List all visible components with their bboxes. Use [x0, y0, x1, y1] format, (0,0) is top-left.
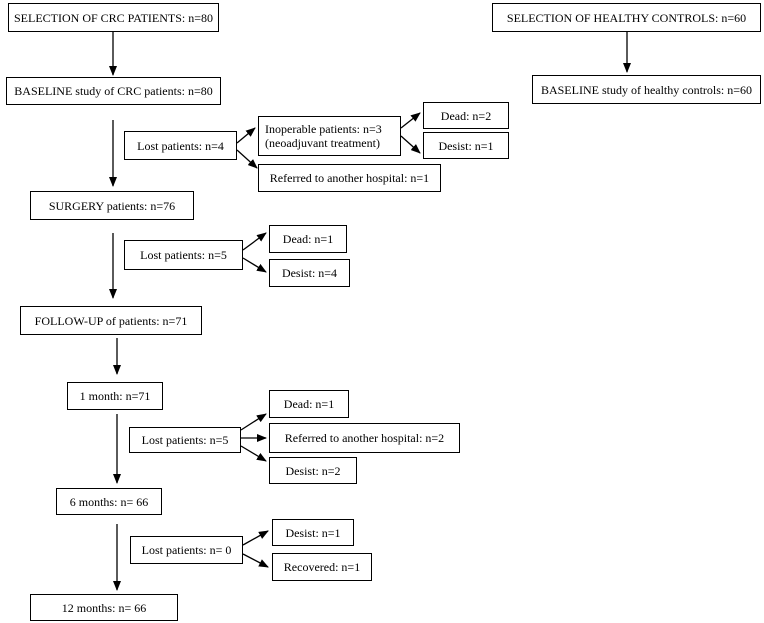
box-desist-c-label: Desist: n=2 — [285, 463, 341, 478]
box-selection-healthy-controls-label: SELECTION OF HEALTHY CONTROLS: n=60 — [506, 10, 747, 25]
box-1-month-label: 1 month: n=71 — [79, 389, 151, 403]
arrow-lost2-to-desist — [242, 257, 267, 273]
box-dead-a: Dead: n=2 — [423, 102, 509, 129]
box-followup: FOLLOW-UP of patients: n=71 — [20, 306, 202, 335]
box-selection-crc-label: SELECTION OF CRC PATIENTS: n=80 — [14, 10, 214, 25]
arrow-inoperable-to-dead — [400, 112, 421, 129]
box-selection-crc: SELECTION OF CRC PATIENTS: n=80 — [8, 3, 219, 32]
box-lost-patients-1: Lost patients: n=4 — [124, 131, 237, 160]
box-recovered-d-label: Recovered: n=1 — [283, 560, 361, 574]
box-recovered-d: Recovered: n=1 — [272, 553, 372, 581]
box-desist-b-label: Desist: n=4 — [281, 266, 338, 280]
box-desist-a-label: Desist: n=1 — [438, 138, 494, 153]
box-lost-patients-3-label: Lost patients: n=5 — [141, 433, 229, 447]
box-referred-c: Referred to another hospital: n=2 — [269, 423, 460, 453]
box-lost-patients-1-label: Lost patients: n=4 — [137, 138, 224, 153]
box-inoperable-patients: Inoperable patients: n=3 (neoadjuvant tr… — [258, 116, 401, 156]
box-desist-d-label: Desist: n=1 — [285, 525, 341, 540]
box-lost-patients-3: Lost patients: n=5 — [129, 427, 241, 453]
box-6-months: 6 months: n= 66 — [56, 488, 162, 515]
box-baseline-crc: BASELINE study of CRC patients: n=80 — [6, 77, 221, 105]
arrow-lost3-to-dead — [240, 413, 267, 431]
box-desist-d: Desist: n=1 — [272, 519, 354, 546]
box-desist-a: Desist: n=1 — [423, 132, 509, 159]
box-dead-c-label: Dead: n=1 — [283, 397, 335, 411]
box-inoperable-patients-line2: (neoadjuvant treatment) — [265, 136, 380, 150]
box-referred-a: Referred to another hospital: n=1 — [258, 164, 441, 192]
arrow-inoperable-to-desist — [400, 135, 421, 154]
box-referred-c-label: Referred to another hospital: n=2 — [284, 431, 445, 445]
box-desist-b: Desist: n=4 — [269, 259, 350, 287]
box-dead-b-label: Dead: n=1 — [282, 232, 334, 246]
box-desist-c: Desist: n=2 — [269, 457, 357, 484]
box-dead-c: Dead: n=1 — [269, 390, 349, 418]
box-baseline-healthy-controls-label: BASELINE study of healthy controls: n=60 — [540, 82, 753, 97]
box-referred-a-label: Referred to another hospital: n=1 — [269, 171, 430, 185]
box-dead-a-label: Dead: n=2 — [440, 108, 492, 123]
box-followup-label: FOLLOW-UP of patients: n=71 — [34, 313, 188, 328]
box-12-months-label: 12 months: n= 66 — [61, 600, 147, 615]
box-dead-b: Dead: n=1 — [269, 225, 347, 253]
box-1-month: 1 month: n=71 — [67, 382, 163, 410]
arrow-lost4-to-recovered — [242, 553, 269, 568]
box-lost-patients-4: Lost patients: n= 0 — [130, 536, 243, 564]
box-inoperable-patients-line1: Inoperable patients: n=3 — [265, 122, 382, 136]
box-baseline-crc-label: BASELINE study of CRC patients: n=80 — [14, 84, 213, 98]
box-baseline-healthy-controls: BASELINE study of healthy controls: n=60 — [532, 75, 761, 104]
box-surgery-label: SURGERY patients: n=76 — [48, 198, 176, 213]
box-12-months: 12 months: n= 66 — [30, 594, 178, 621]
arrow-lost1-to-referred — [236, 149, 258, 169]
arrow-lost4-to-desist — [242, 530, 269, 546]
box-surgery: SURGERY patients: n=76 — [30, 191, 194, 220]
box-lost-patients-4-label: Lost patients: n= 0 — [141, 543, 232, 557]
box-lost-patients-2-label: Lost patients: n=5 — [140, 248, 227, 262]
box-6-months-label: 6 months: n= 66 — [69, 494, 149, 509]
arrow-lost3-to-desist — [240, 445, 267, 462]
box-lost-patients-2: Lost patients: n=5 — [124, 240, 243, 270]
arrow-lost2-to-dead — [242, 232, 267, 251]
box-selection-healthy-controls: SELECTION OF HEALTHY CONTROLS: n=60 — [492, 3, 761, 32]
arrow-lost1-to-inoperable — [236, 127, 256, 144]
